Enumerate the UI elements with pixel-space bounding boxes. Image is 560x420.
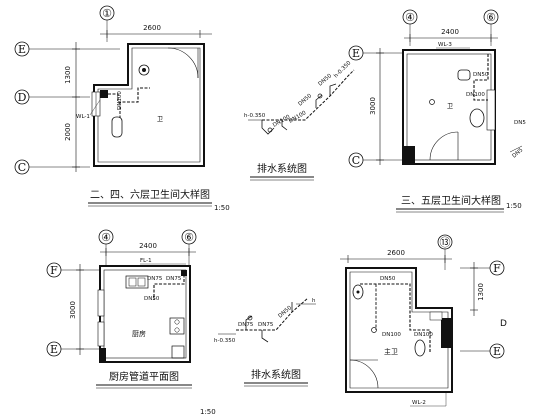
dimension-text: 1300 <box>477 283 485 301</box>
kitchen-plan: ④ ⑥ 2400 F E 3000 <box>46 229 216 416</box>
toilet <box>111 116 123 138</box>
bathroom-plan-1: ① 2600 E D C 1300 2000 <box>14 5 230 212</box>
pipe-riser <box>181 270 187 276</box>
axis-label: ④ <box>405 11 415 24</box>
wall-outline <box>93 43 205 167</box>
pipe-size: DN75 <box>147 276 163 282</box>
pipe-size: DN50 <box>277 305 293 320</box>
room-label: 主卫 <box>384 347 398 356</box>
dimension-text: 3000 <box>69 301 77 319</box>
structural-column <box>403 146 415 164</box>
drain-pipe <box>473 54 489 101</box>
axis-label: ④ <box>101 231 111 244</box>
drawing-title: 排水系统图 <box>251 368 301 381</box>
level-mark: h <box>312 298 316 304</box>
axis-label: F <box>50 264 58 277</box>
drawing-title: 二、四、六层卫生间大样图 <box>90 188 210 201</box>
side-mark: D <box>500 319 507 329</box>
pipe-size: DN50 <box>144 296 160 302</box>
axis-label: E <box>493 345 501 358</box>
floor-drain <box>429 99 435 105</box>
dimension-text: 2400 <box>139 242 157 250</box>
pipe-size: DN100 <box>414 332 433 338</box>
pipe-riser <box>100 90 108 98</box>
pipe-size: DN75 <box>258 322 274 328</box>
axis-label: ⑥ <box>184 231 194 244</box>
axis-label: C <box>352 154 360 167</box>
room-label: 卫 <box>157 116 163 123</box>
drain-pipe <box>236 297 309 331</box>
dimension-text: 2400 <box>441 28 459 36</box>
pipe-size: DN75 <box>238 322 254 328</box>
drainage-isometric-2: h-0.350 DN75 DN75 DN50 h 排水系统图 <box>214 297 316 387</box>
door-swing <box>349 359 379 389</box>
axis-label: ⑥ <box>486 11 496 24</box>
dimension-text: 2000 <box>64 123 72 141</box>
washbasin <box>469 108 485 128</box>
axis-label: ① <box>102 7 112 20</box>
drainage-isometric-1: h-0.350 DN100 DN100 DN50 DN50 h-0.350 排水… <box>244 60 355 181</box>
bathroom-plan-2: ④ ⑥ 2400 E C 3000 WL-3 <box>348 9 526 213</box>
dimension-text: 3000 <box>369 97 377 115</box>
structural-column <box>441 318 452 348</box>
drain-pipe <box>108 87 150 103</box>
axis-label: D <box>18 91 27 104</box>
axis-label: E <box>352 47 360 60</box>
drain-pipe <box>153 270 185 300</box>
floor-drain <box>138 64 150 76</box>
door-swing <box>429 131 459 161</box>
window <box>429 311 443 321</box>
room-label: 卫 <box>447 103 453 110</box>
toilet <box>414 339 426 357</box>
drawing-title: 三、五层卫生间大样图 <box>401 194 501 207</box>
level-mark: h-0.350 <box>244 113 266 119</box>
drawing-title: 排水系统图 <box>257 162 307 175</box>
axis-label: F <box>493 262 501 275</box>
cabinet <box>171 345 185 359</box>
window <box>486 89 496 131</box>
dimension-text: 2600 <box>387 249 405 257</box>
floor-drain <box>371 327 377 333</box>
room-label: 厨房 <box>132 329 146 338</box>
dimension-text: 2600 <box>143 24 161 32</box>
drawing-scale: 1:50 <box>200 408 216 416</box>
kitchen-sink <box>125 275 149 289</box>
bathroom-plan-3: ⑬ 2600 F E 1300 DN50 DN100 <box>340 234 507 407</box>
toilet <box>457 69 471 81</box>
window <box>97 289 105 317</box>
pipe-size: DN100 <box>288 110 308 125</box>
pipe-size: DN50 <box>473 72 489 78</box>
structural-column <box>100 348 106 362</box>
pipe-size: DN75 <box>166 276 182 282</box>
pipe-size: DN5 <box>511 147 524 160</box>
washbasin <box>352 284 364 300</box>
pipe-size: DN50 <box>297 93 313 108</box>
pipe-size: DN100 <box>466 92 485 98</box>
drain-pipe <box>360 283 431 352</box>
drawing-scale: 1:50 <box>506 202 522 210</box>
drawing-title: 厨房管道平面图 <box>109 370 179 383</box>
gas-stove <box>169 317 185 335</box>
riser-label: WL-3 <box>438 42 452 48</box>
pipe-size: DN5 <box>514 120 526 126</box>
door-swing <box>167 47 199 79</box>
drawing-scale: 1:50 <box>214 204 230 212</box>
wall-outline <box>345 267 453 393</box>
axis-label: ⑬ <box>440 236 451 249</box>
pipe-size: DN50 <box>380 276 396 282</box>
riser-label: WL-2 <box>412 400 426 406</box>
level-mark: h-0.350 <box>214 338 236 344</box>
axis-label: C <box>18 161 26 174</box>
pipe-size: DN100 <box>117 91 123 110</box>
level-mark: h-0.350 <box>333 60 353 80</box>
pipe-size: DN100 <box>382 332 401 338</box>
riser-label: WL-1 <box>76 114 90 120</box>
axis-label: E <box>18 43 26 56</box>
dimension-text: 1300 <box>64 66 72 84</box>
riser-label: FL-1 <box>140 258 152 264</box>
axis-label: E <box>50 343 58 356</box>
window <box>97 321 105 347</box>
